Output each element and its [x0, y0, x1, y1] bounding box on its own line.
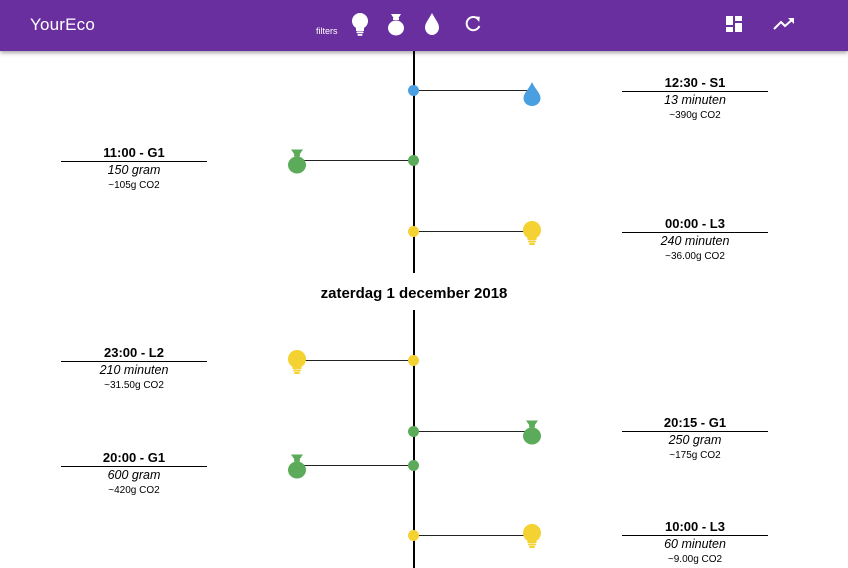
- sack-icon: [286, 453, 308, 479]
- water-drop-icon: [521, 81, 543, 107]
- timeline-dot: [408, 426, 419, 437]
- dashboard-icon: [726, 16, 742, 32]
- event-connector: [297, 360, 414, 361]
- timeline-axis: [413, 310, 415, 568]
- event-amount: 13 minuten: [664, 93, 726, 107]
- lightbulb-icon: [521, 523, 543, 549]
- sack-icon: [521, 419, 543, 445]
- event-card[interactable]: 11:00 - G1 150 gram ~105g CO2: [61, 145, 207, 192]
- timeline-dot: [408, 460, 419, 471]
- event-connector: [414, 231, 532, 232]
- event-title: 10:00 - L3: [622, 519, 768, 536]
- statistics-button[interactable]: [772, 12, 796, 36]
- event-co2: ~175g CO2: [669, 450, 721, 461]
- filter-light-button[interactable]: [348, 12, 372, 36]
- event-connector: [414, 535, 532, 536]
- app-header: YourEco filters: [0, 0, 848, 51]
- event-connector: [414, 90, 532, 91]
- event-amount: 210 minuten: [99, 363, 169, 377]
- timeline-dot: [408, 85, 419, 96]
- filter-waste-button[interactable]: [384, 12, 408, 36]
- event-card[interactable]: 00:00 - L3 240 minuten ~36.00g CO2: [622, 216, 768, 263]
- sack-icon: [386, 12, 406, 36]
- event-card[interactable]: 20:15 - G1 250 gram ~175g CO2: [622, 415, 768, 462]
- water-drop-icon: [422, 12, 442, 36]
- trending-up-icon: [773, 17, 795, 31]
- refresh-button[interactable]: [461, 12, 485, 36]
- event-card[interactable]: 23:00 - L2 210 minuten ~31.50g CO2: [61, 345, 207, 392]
- event-card[interactable]: 20:00 - G1 600 gram ~420g CO2: [61, 450, 207, 497]
- timeline-dot: [408, 530, 419, 541]
- refresh-icon: [464, 15, 482, 33]
- timeline-dot: [408, 226, 419, 237]
- timeline: zaterdag 1 december 2018 12:30 - S1 13 m…: [0, 51, 848, 568]
- event-co2: ~105g CO2: [108, 180, 160, 191]
- event-title: 12:30 - S1: [622, 75, 768, 92]
- event-connector: [297, 465, 414, 466]
- lightbulb-icon: [286, 349, 308, 375]
- event-amount: 60 minuten: [664, 537, 726, 551]
- event-title: 20:15 - G1: [622, 415, 768, 432]
- event-title: 23:00 - L2: [61, 345, 207, 362]
- event-amount: 150 gram: [107, 163, 161, 177]
- app-title: YourEco: [30, 15, 96, 34]
- event-amount: 250 gram: [668, 433, 722, 447]
- sack-icon: [286, 148, 308, 174]
- event-card[interactable]: 12:30 - S1 13 minuten ~390g CO2: [622, 75, 768, 122]
- lightbulb-icon: [350, 12, 370, 36]
- event-connector: [414, 431, 532, 432]
- timeline-dot: [408, 155, 419, 166]
- filters-label: filters: [316, 26, 338, 36]
- event-amount: 600 gram: [107, 468, 161, 482]
- timeline-dot: [408, 355, 419, 366]
- date-header: zaterdag 1 december 2018: [320, 285, 508, 302]
- event-card[interactable]: 10:00 - L3 60 minuten ~9.00g CO2: [622, 519, 768, 566]
- event-co2: ~420g CO2: [108, 485, 160, 496]
- event-co2: ~36.00g CO2: [665, 251, 725, 262]
- event-co2: ~390g CO2: [669, 110, 721, 121]
- dashboard-button[interactable]: [722, 12, 746, 36]
- filter-water-button[interactable]: [420, 12, 444, 36]
- event-title: 11:00 - G1: [61, 145, 207, 162]
- event-co2: ~31.50g CO2: [104, 380, 164, 391]
- event-co2: ~9.00g CO2: [667, 554, 723, 565]
- event-title: 20:00 - G1: [61, 450, 207, 467]
- lightbulb-icon: [521, 220, 543, 246]
- event-title: 00:00 - L3: [622, 216, 768, 233]
- event-amount: 240 minuten: [660, 234, 730, 248]
- event-connector: [297, 160, 414, 161]
